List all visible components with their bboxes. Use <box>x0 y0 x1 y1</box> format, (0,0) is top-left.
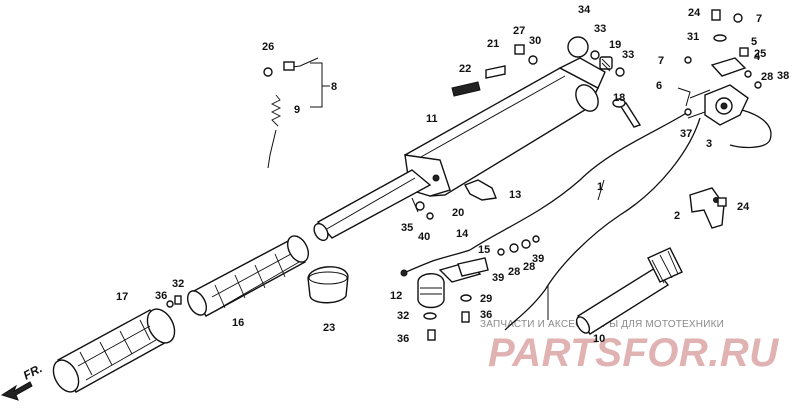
callout-40: 40 <box>418 231 430 243</box>
callout-27: 27 <box>513 25 525 37</box>
callout-9: 9 <box>294 104 300 116</box>
front-arrow: FR. <box>0 361 45 401</box>
callout-39-right: 39 <box>532 253 544 265</box>
switch-assy-3 <box>687 84 749 126</box>
callout-32-center: 32 <box>397 310 409 322</box>
cable-1b <box>504 117 701 331</box>
callout-15: 15 <box>478 244 490 256</box>
callout-13: 13 <box>509 189 521 201</box>
callout-20: 20 <box>452 207 464 219</box>
callout-12: 12 <box>390 290 402 302</box>
leader-8 <box>310 62 323 108</box>
callout-39-left: 39 <box>492 272 504 284</box>
callout-26: 26 <box>262 41 274 53</box>
callout-6: 6 <box>656 80 662 92</box>
callout-18: 18 <box>613 92 625 104</box>
hardware <box>166 9 762 341</box>
callout-36-bottom: 36 <box>397 333 409 345</box>
callout-7-left: 7 <box>658 55 664 67</box>
callout-17: 17 <box>116 291 128 303</box>
callout-21: 21 <box>487 38 499 50</box>
callout-36-center: 36 <box>480 309 492 321</box>
watermark-logo: PARTSFOR.RU <box>488 331 779 375</box>
cable-14 <box>401 249 471 275</box>
callout-23: 23 <box>323 322 335 334</box>
callout-31: 31 <box>687 31 699 43</box>
callout-2: 2 <box>674 210 680 222</box>
bracket-2 <box>689 187 725 229</box>
callout-5: 5 <box>751 36 757 48</box>
callout-7-top: 7 <box>756 13 762 25</box>
leader-1 <box>597 179 605 201</box>
callouts: 1 2 3 4 5 6 7 7 8 9 10 11 12 13 14 15 16… <box>116 4 789 345</box>
callout-3: 3 <box>706 138 712 150</box>
watermark: ЗАПЧАСТИ И АКСЕССУАРЫ ДЛЯ МОТОТЕХНИКИ PA… <box>480 319 779 375</box>
callout-19: 19 <box>609 39 621 51</box>
grip-10 <box>575 247 683 335</box>
callout-25: 25 <box>754 48 766 60</box>
callout-28-a: 28 <box>508 266 520 278</box>
callout-32-left: 32 <box>172 278 184 290</box>
callout-11: 11 <box>426 113 438 125</box>
arrow-icon <box>0 381 33 401</box>
cable-3 <box>729 109 772 149</box>
callout-36-left: 36 <box>155 290 167 302</box>
callout-33-top: 33 <box>594 23 606 35</box>
callout-33-right: 33 <box>622 49 634 61</box>
front-marker-label: FR. <box>21 361 45 382</box>
callout-37: 37 <box>680 128 692 140</box>
callout-14: 14 <box>456 228 469 240</box>
callout-22: 22 <box>459 63 471 75</box>
callout-28-b: 28 <box>523 261 535 273</box>
collar-23 <box>307 266 349 304</box>
callout-29: 29 <box>480 293 492 305</box>
throttle-tube-16 <box>186 235 310 317</box>
callout-8: 8 <box>331 81 337 93</box>
callout-24-right: 24 <box>737 201 750 213</box>
cables <box>310 62 772 331</box>
callout-35: 35 <box>401 222 413 234</box>
callout-34: 34 <box>578 4 591 16</box>
callout-16: 16 <box>232 317 244 329</box>
callout-28-right: 28 <box>761 71 773 83</box>
cable-1 <box>469 111 689 251</box>
callout-30: 30 <box>529 35 541 47</box>
callout-4: 4 <box>754 51 761 63</box>
handle-pipe-11 <box>313 57 606 242</box>
callout-24-top: 24 <box>688 7 701 19</box>
grip-17 <box>52 308 176 393</box>
callout-1: 1 <box>597 181 603 193</box>
callout-38: 38 <box>777 70 789 82</box>
callout-10: 10 <box>593 333 605 345</box>
